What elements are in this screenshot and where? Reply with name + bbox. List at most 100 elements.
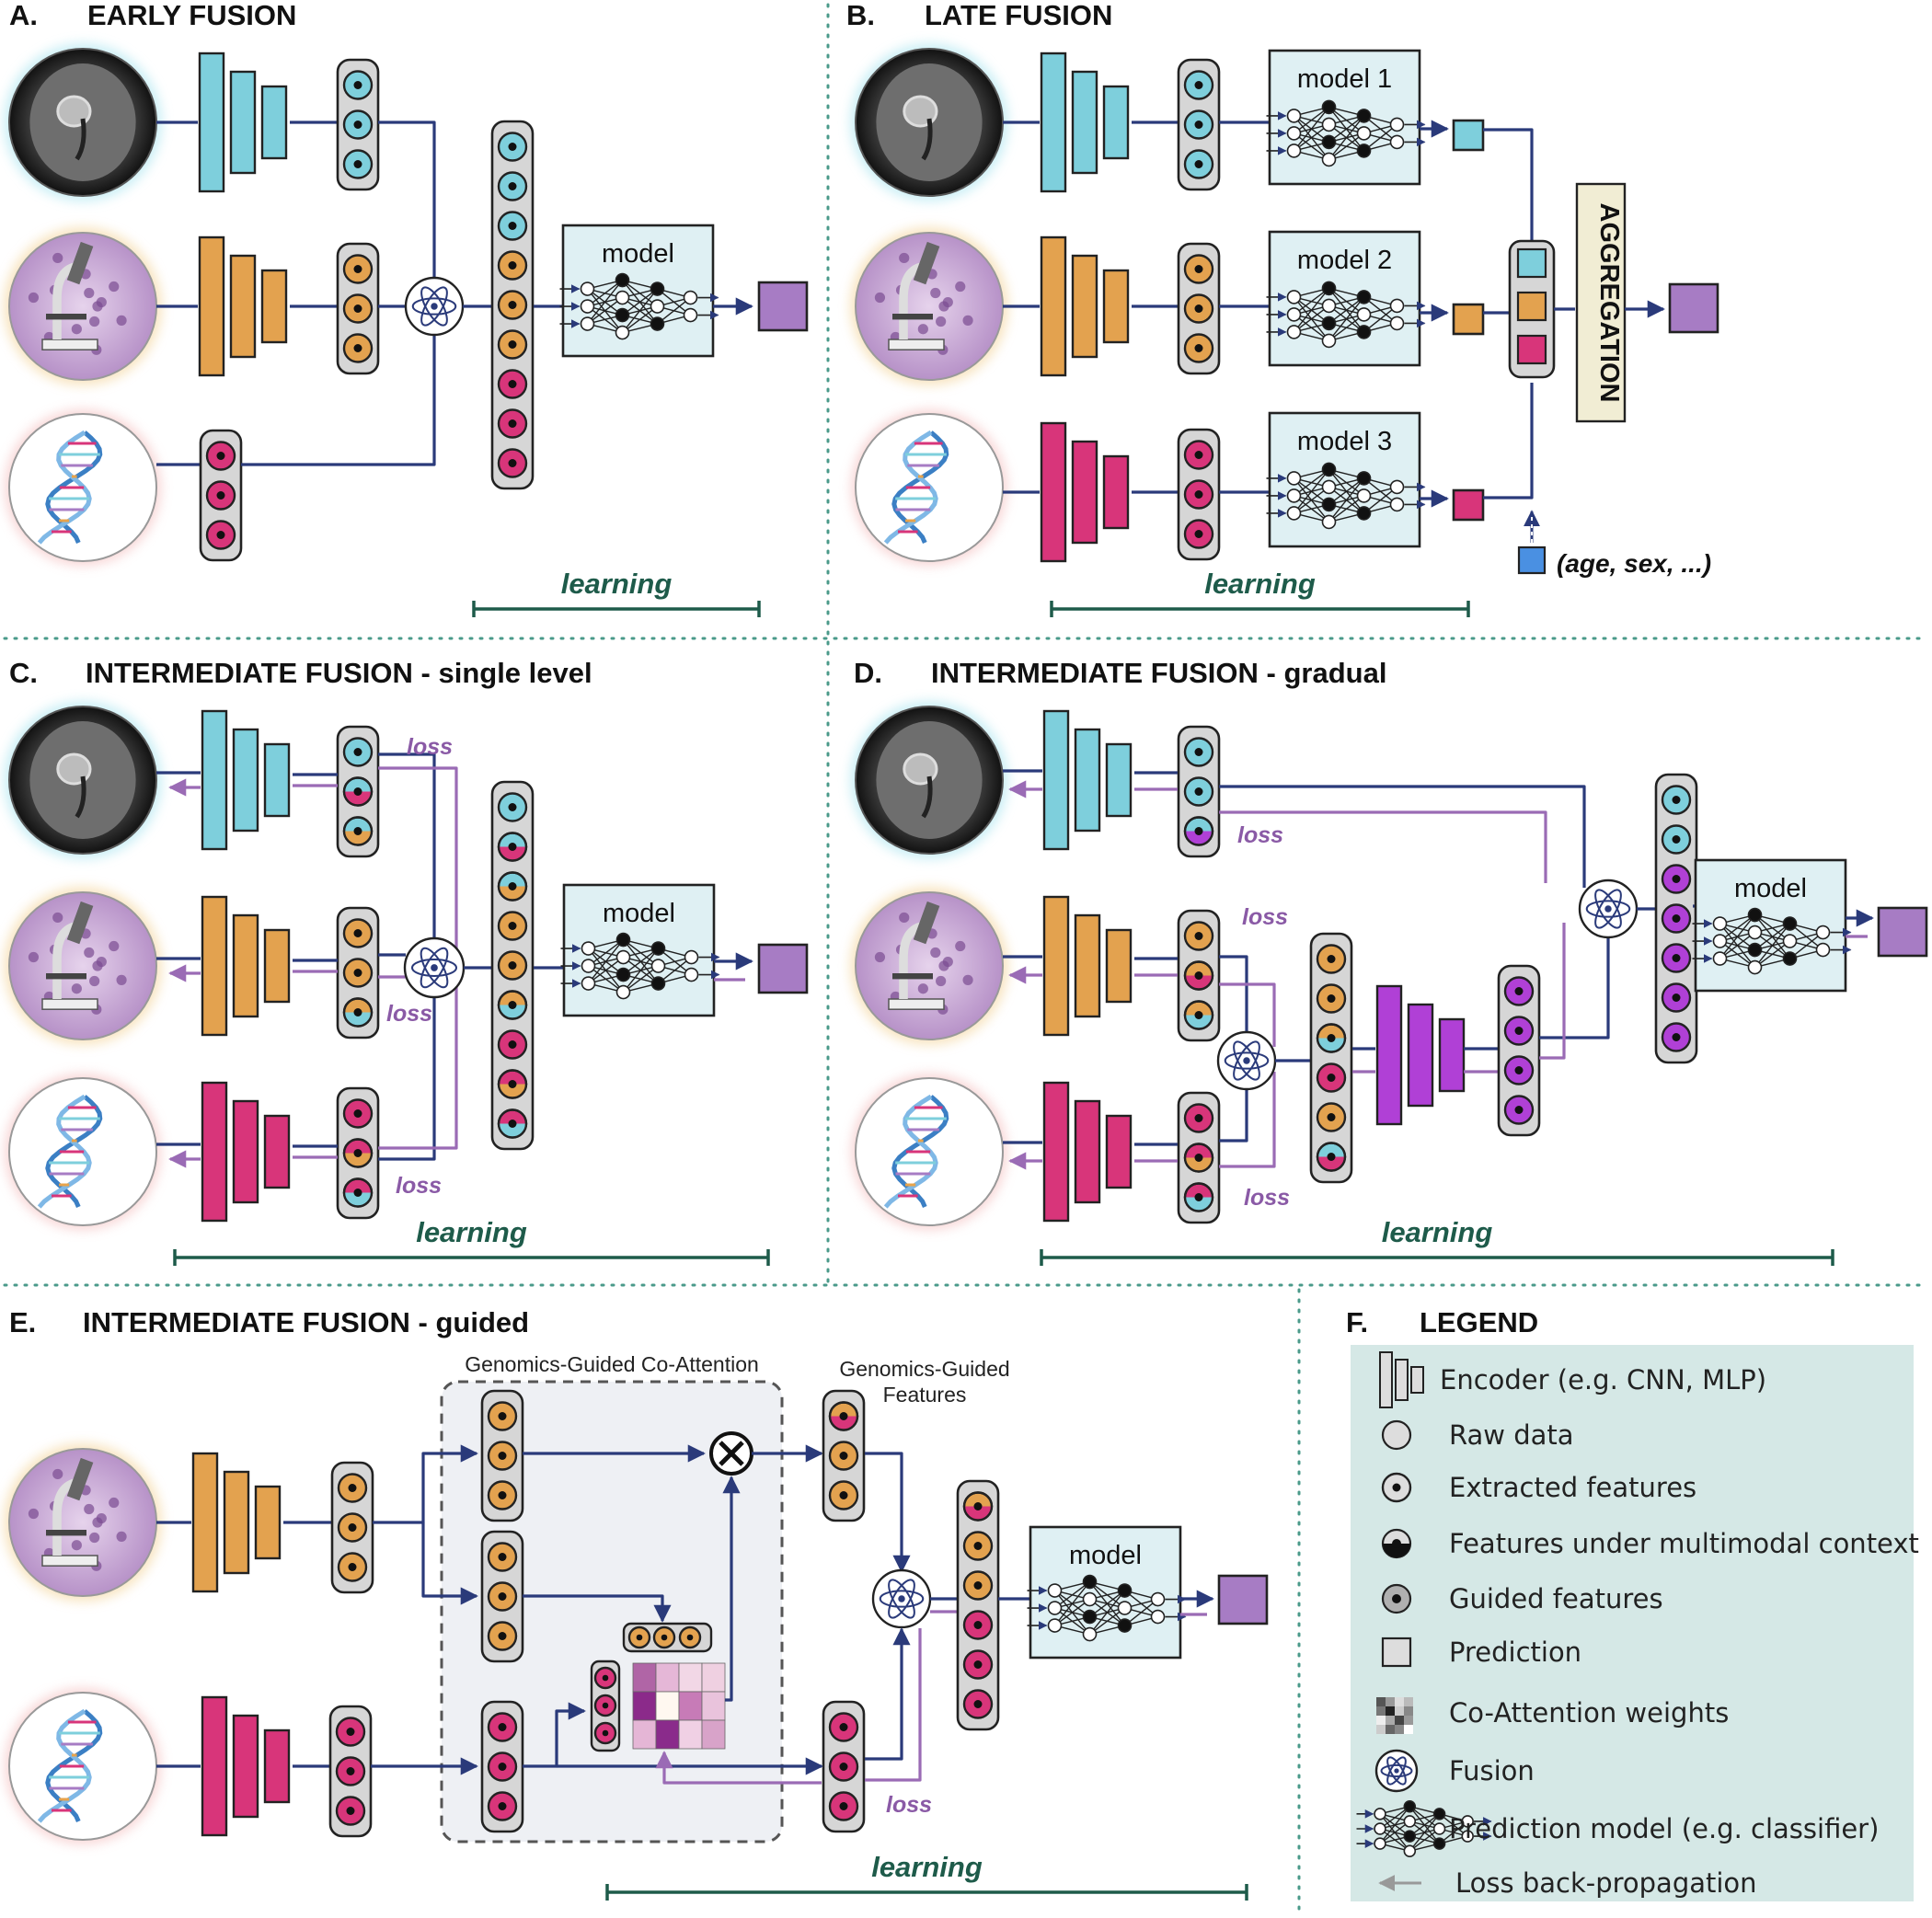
loss-label: loss [1237, 822, 1283, 848]
micro-stage [892, 973, 933, 980]
encoder-layer [232, 1714, 259, 1819]
prediction-square [1668, 282, 1719, 334]
nn-node [1286, 144, 1302, 158]
nn-node [1403, 1830, 1417, 1843]
loss-label: loss [1244, 1185, 1290, 1211]
flow-line [1219, 785, 1586, 888]
atom-orbit [1380, 1763, 1413, 1778]
agg-cell [1516, 334, 1547, 365]
flow-line [241, 327, 436, 466]
flow-line [865, 1452, 911, 1573]
nn-edge [1089, 1607, 1125, 1636]
legend-coatt-cell [1395, 1697, 1404, 1706]
flow-line [1219, 1085, 1248, 1143]
nn-edge [1328, 296, 1365, 341]
prediction-square [1217, 1574, 1269, 1625]
encoder-layer [223, 1470, 250, 1575]
legend-item-label: Encoder (e.g. CNN, MLP) [1440, 1364, 1766, 1395]
feature-dot [353, 265, 362, 273]
atom-orbit [1594, 889, 1622, 929]
nn-node [1389, 134, 1405, 150]
histo-cell [917, 324, 928, 335]
flow-line [378, 121, 436, 285]
prediction-square [1452, 303, 1485, 336]
atom-orbit [420, 947, 449, 989]
panel-b-title: LATE FUSION [925, 0, 1112, 31]
prediction-square [1877, 906, 1928, 958]
nn-edge [1328, 296, 1364, 324]
nn-node [1321, 117, 1337, 132]
legend-item-label: Prediction model (e.g. classifier) [1449, 1813, 1879, 1844]
nn-node [1815, 942, 1831, 958]
flow-line [378, 986, 436, 1161]
feature-dot [1392, 1539, 1401, 1548]
nn-edge [1328, 495, 1364, 523]
feature-context [1185, 1015, 1213, 1029]
nn-node [615, 307, 630, 323]
encoder-layer [1042, 1081, 1070, 1223]
feature-dot [1327, 1034, 1336, 1042]
feature-dot [973, 1700, 983, 1708]
model-label: model 3 [1297, 427, 1392, 456]
feature-dot [353, 304, 362, 313]
loss-line [655, 1751, 822, 1785]
nn-node [1286, 290, 1302, 304]
feature-dot [1327, 955, 1336, 963]
feature-dot [1194, 344, 1203, 352]
nn-node [580, 316, 595, 331]
loss-line [865, 1628, 922, 1782]
feature-dot [508, 261, 517, 270]
coattention-label: Genomics-Guided Co-Attention [465, 1352, 759, 1376]
encoder-layer [1105, 1114, 1133, 1189]
coattention-cell [701, 1719, 726, 1750]
nn-node [1356, 290, 1372, 304]
legend-coatt-cell [1386, 1706, 1395, 1716]
feature-dot [508, 340, 517, 349]
nn-node [581, 959, 596, 973]
nn-node [1286, 307, 1302, 322]
feature-dot [1194, 265, 1203, 273]
feature-dot [498, 1412, 507, 1420]
histo-cell [936, 316, 947, 327]
atom-core [898, 1595, 905, 1602]
feature-dot [602, 1674, 609, 1682]
legend-coatt-cell [1395, 1706, 1404, 1716]
legend-item-label: Loss back-propagation [1455, 1867, 1757, 1899]
feature-context [964, 1506, 992, 1521]
feature-dot [1194, 81, 1203, 89]
feature-dot [1327, 1153, 1336, 1161]
loss-label: loss [886, 1792, 932, 1818]
legend-prediction-icon [1381, 1637, 1412, 1668]
encoder-layer [191, 1452, 219, 1593]
nn-node [1082, 1626, 1098, 1642]
panel-d-letter: D. [854, 657, 882, 689]
loss-line [1219, 810, 1547, 883]
micro-tube [66, 1457, 94, 1501]
feature-context [1317, 1038, 1345, 1052]
encoder-layer [1375, 984, 1403, 1126]
histo-cell [89, 975, 100, 987]
encoder-layer [260, 85, 288, 160]
feature-dot [1672, 1033, 1681, 1041]
feature-dot [1194, 160, 1203, 168]
histo-cell [955, 940, 966, 952]
nn-edge [586, 280, 624, 325]
histo-cell [899, 252, 910, 264]
feature-ring [342, 1177, 374, 1208]
feature-dot [508, 222, 517, 230]
feature-dot [1194, 1193, 1203, 1201]
encoder-layer [1071, 70, 1098, 175]
nn-node [650, 976, 666, 991]
nn-edge [622, 948, 660, 993]
encoder-layer [263, 1114, 291, 1189]
nn-node [1356, 126, 1372, 141]
feature-dot [1194, 748, 1203, 756]
histo-cell [96, 956, 107, 968]
nn-node [1286, 109, 1302, 123]
feature-dot [498, 1553, 507, 1561]
legend-coatt-cell [1404, 1725, 1413, 1734]
encoder-layer [232, 913, 259, 1018]
feature-dot [1194, 121, 1203, 129]
brain-ventricle [75, 118, 86, 161]
nn-node [1712, 916, 1728, 931]
